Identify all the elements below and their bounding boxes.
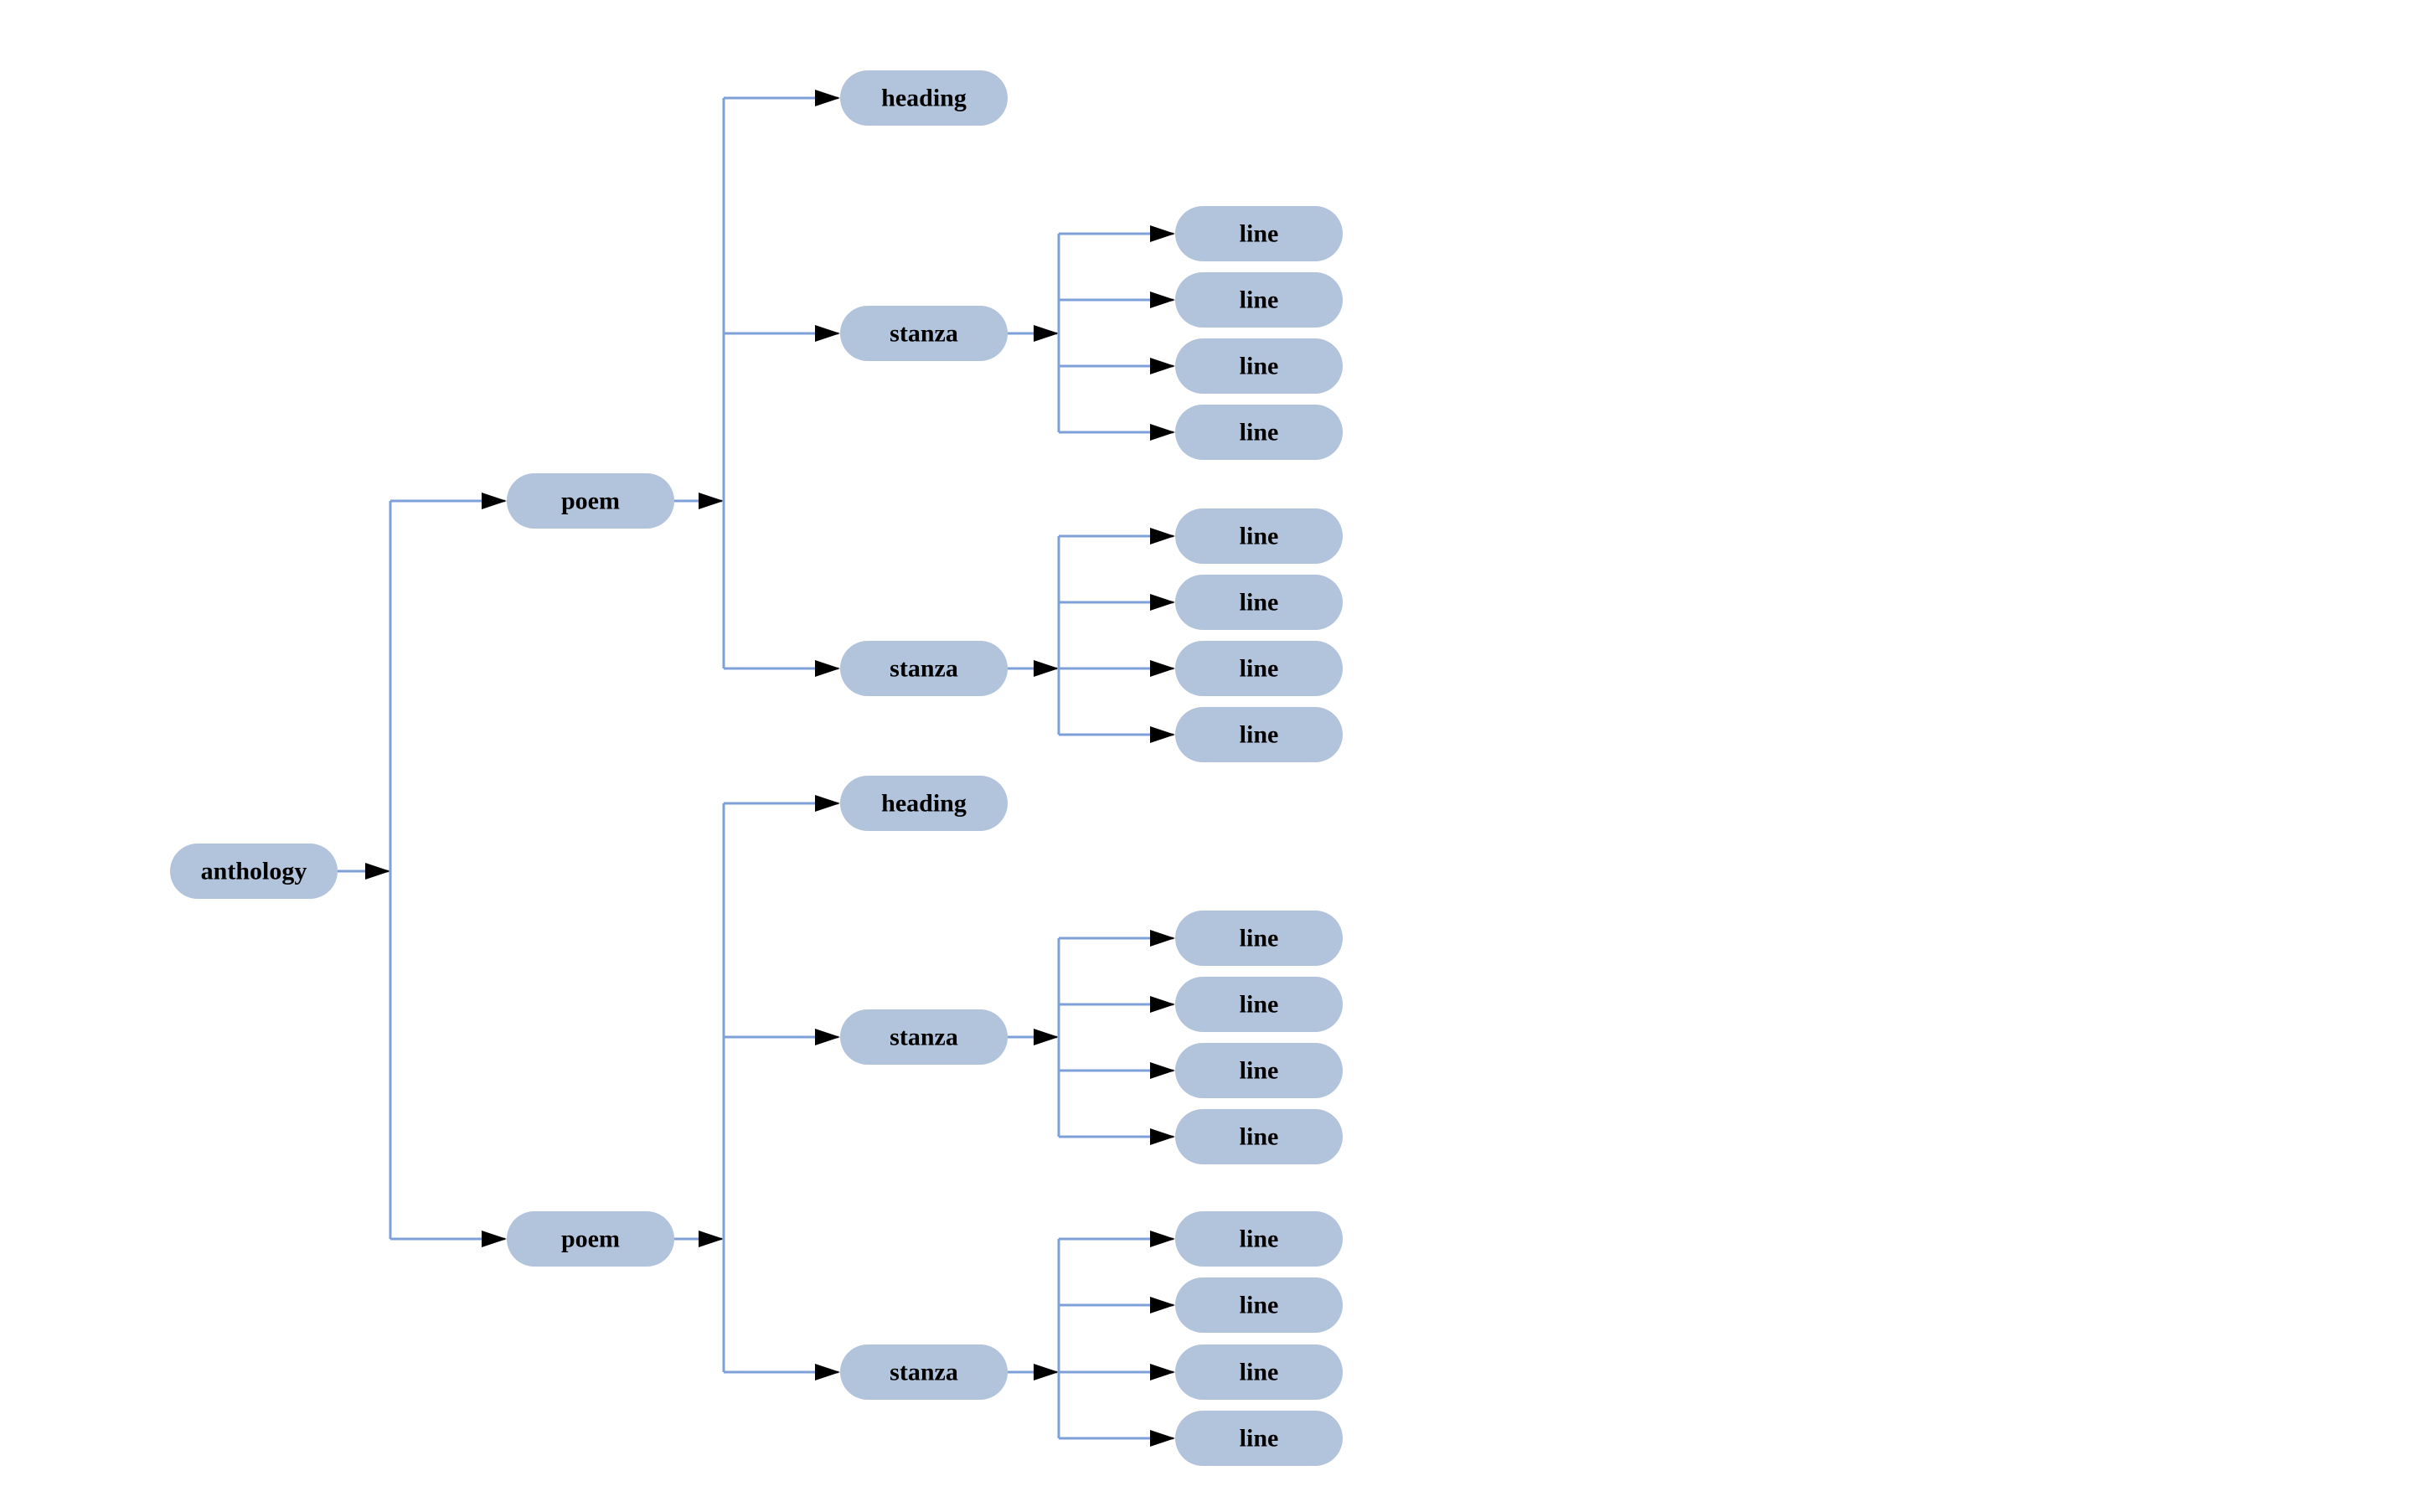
tree-node-label: line [1240, 589, 1279, 617]
arrowhead-icon [1150, 1128, 1175, 1145]
tree-node-label: heading [881, 85, 967, 112]
arrowhead-icon [815, 795, 840, 812]
tree-node-line [1175, 1043, 1343, 1098]
tree-node-label: line [1240, 1226, 1279, 1253]
tree-node-poem [507, 473, 674, 529]
arrowhead-icon [1150, 1364, 1175, 1380]
tree-node-label: stanza [890, 1359, 958, 1386]
tree-node-line [1175, 575, 1343, 630]
tree-node-line [1175, 508, 1343, 564]
tree-node-label: stanza [890, 320, 958, 348]
arrowhead-icon [1150, 1297, 1175, 1313]
arrowhead-icon [699, 1231, 724, 1247]
tree-node-label: line [1240, 286, 1279, 314]
tree-node-line [1175, 1211, 1343, 1267]
arrowhead-icon [1150, 1430, 1175, 1447]
tree-node-line [1175, 272, 1343, 328]
arrowhead-icon [1034, 1029, 1059, 1045]
arrowhead-icon [815, 1029, 840, 1045]
arrowhead-icon [1034, 325, 1059, 342]
tree-node-label: line [1240, 220, 1279, 248]
tree-node-line [1175, 338, 1343, 394]
tree-node-label: line [1240, 1123, 1279, 1151]
tree-node-label: line [1240, 523, 1279, 550]
arrowhead-icon [1150, 528, 1175, 544]
tree-node-label: stanza [890, 655, 958, 683]
arrowhead-icon [1150, 358, 1175, 374]
tree-node-line [1175, 206, 1343, 261]
arrowhead-icon [815, 1364, 840, 1380]
arrowhead-icon [1150, 225, 1175, 242]
tree-node-line [1175, 1344, 1343, 1400]
tree-node-label: line [1240, 991, 1279, 1019]
tree-node-label: line [1240, 353, 1279, 380]
tree-node-line [1175, 1277, 1343, 1333]
arrowhead-icon [1150, 424, 1175, 441]
tree-node-label: poem [561, 1226, 620, 1253]
tree-node-label: poem [561, 488, 620, 515]
tree-node-stanza [840, 1009, 1008, 1065]
arrowhead-icon [1150, 930, 1175, 947]
tree-node-stanza [840, 306, 1008, 361]
arrowhead-icon [1150, 726, 1175, 743]
tree-node-label: line [1240, 1359, 1279, 1386]
tree-node-label: heading [881, 790, 967, 818]
arrowhead-icon [365, 863, 390, 880]
tree-node-poem [507, 1211, 674, 1267]
arrowhead-icon [815, 660, 840, 677]
edges-layer [338, 90, 1175, 1447]
tree-node-label: line [1240, 1425, 1279, 1453]
tree-node-line [1175, 1109, 1343, 1164]
tree-node-line [1175, 1411, 1343, 1466]
arrowhead-icon [815, 325, 840, 342]
tree-node-label: line [1240, 721, 1279, 749]
nodes-layer: anthology poem heading stanza line line line li… [170, 70, 1343, 1466]
tree-node-line [1175, 405, 1343, 460]
tree-node-line [1175, 641, 1343, 696]
tree-node-heading [840, 70, 1008, 126]
tree-node-stanza [840, 641, 1008, 696]
tree-node-line [1175, 977, 1343, 1032]
tree-node-stanza [840, 1344, 1008, 1400]
tree-node-anthology [170, 844, 338, 899]
arrowhead-icon [815, 90, 840, 106]
tree-node-label: line [1240, 655, 1279, 683]
arrowhead-icon [1150, 996, 1175, 1013]
arrowhead-icon [1034, 1364, 1059, 1380]
tree-node-label: line [1240, 1292, 1279, 1319]
tree-node-line [1175, 707, 1343, 762]
arrowhead-icon [1150, 1231, 1175, 1247]
arrowhead-icon [1034, 660, 1059, 677]
arrowhead-icon [1150, 292, 1175, 308]
tree-node-label: line [1240, 925, 1279, 952]
arrowhead-icon [482, 493, 507, 509]
arrowhead-icon [699, 493, 724, 509]
arrowhead-icon [1150, 1062, 1175, 1079]
tree-node-label: stanza [890, 1024, 958, 1051]
tree-node-label: anthology [201, 858, 307, 885]
tree-node-label: line [1240, 1057, 1279, 1085]
tree-node-heading [840, 776, 1008, 831]
arrowhead-icon [1150, 660, 1175, 677]
arrowhead-icon [482, 1231, 507, 1247]
tree-node-line [1175, 911, 1343, 966]
tree-node-label: line [1240, 419, 1279, 446]
arrowhead-icon [1150, 594, 1175, 611]
